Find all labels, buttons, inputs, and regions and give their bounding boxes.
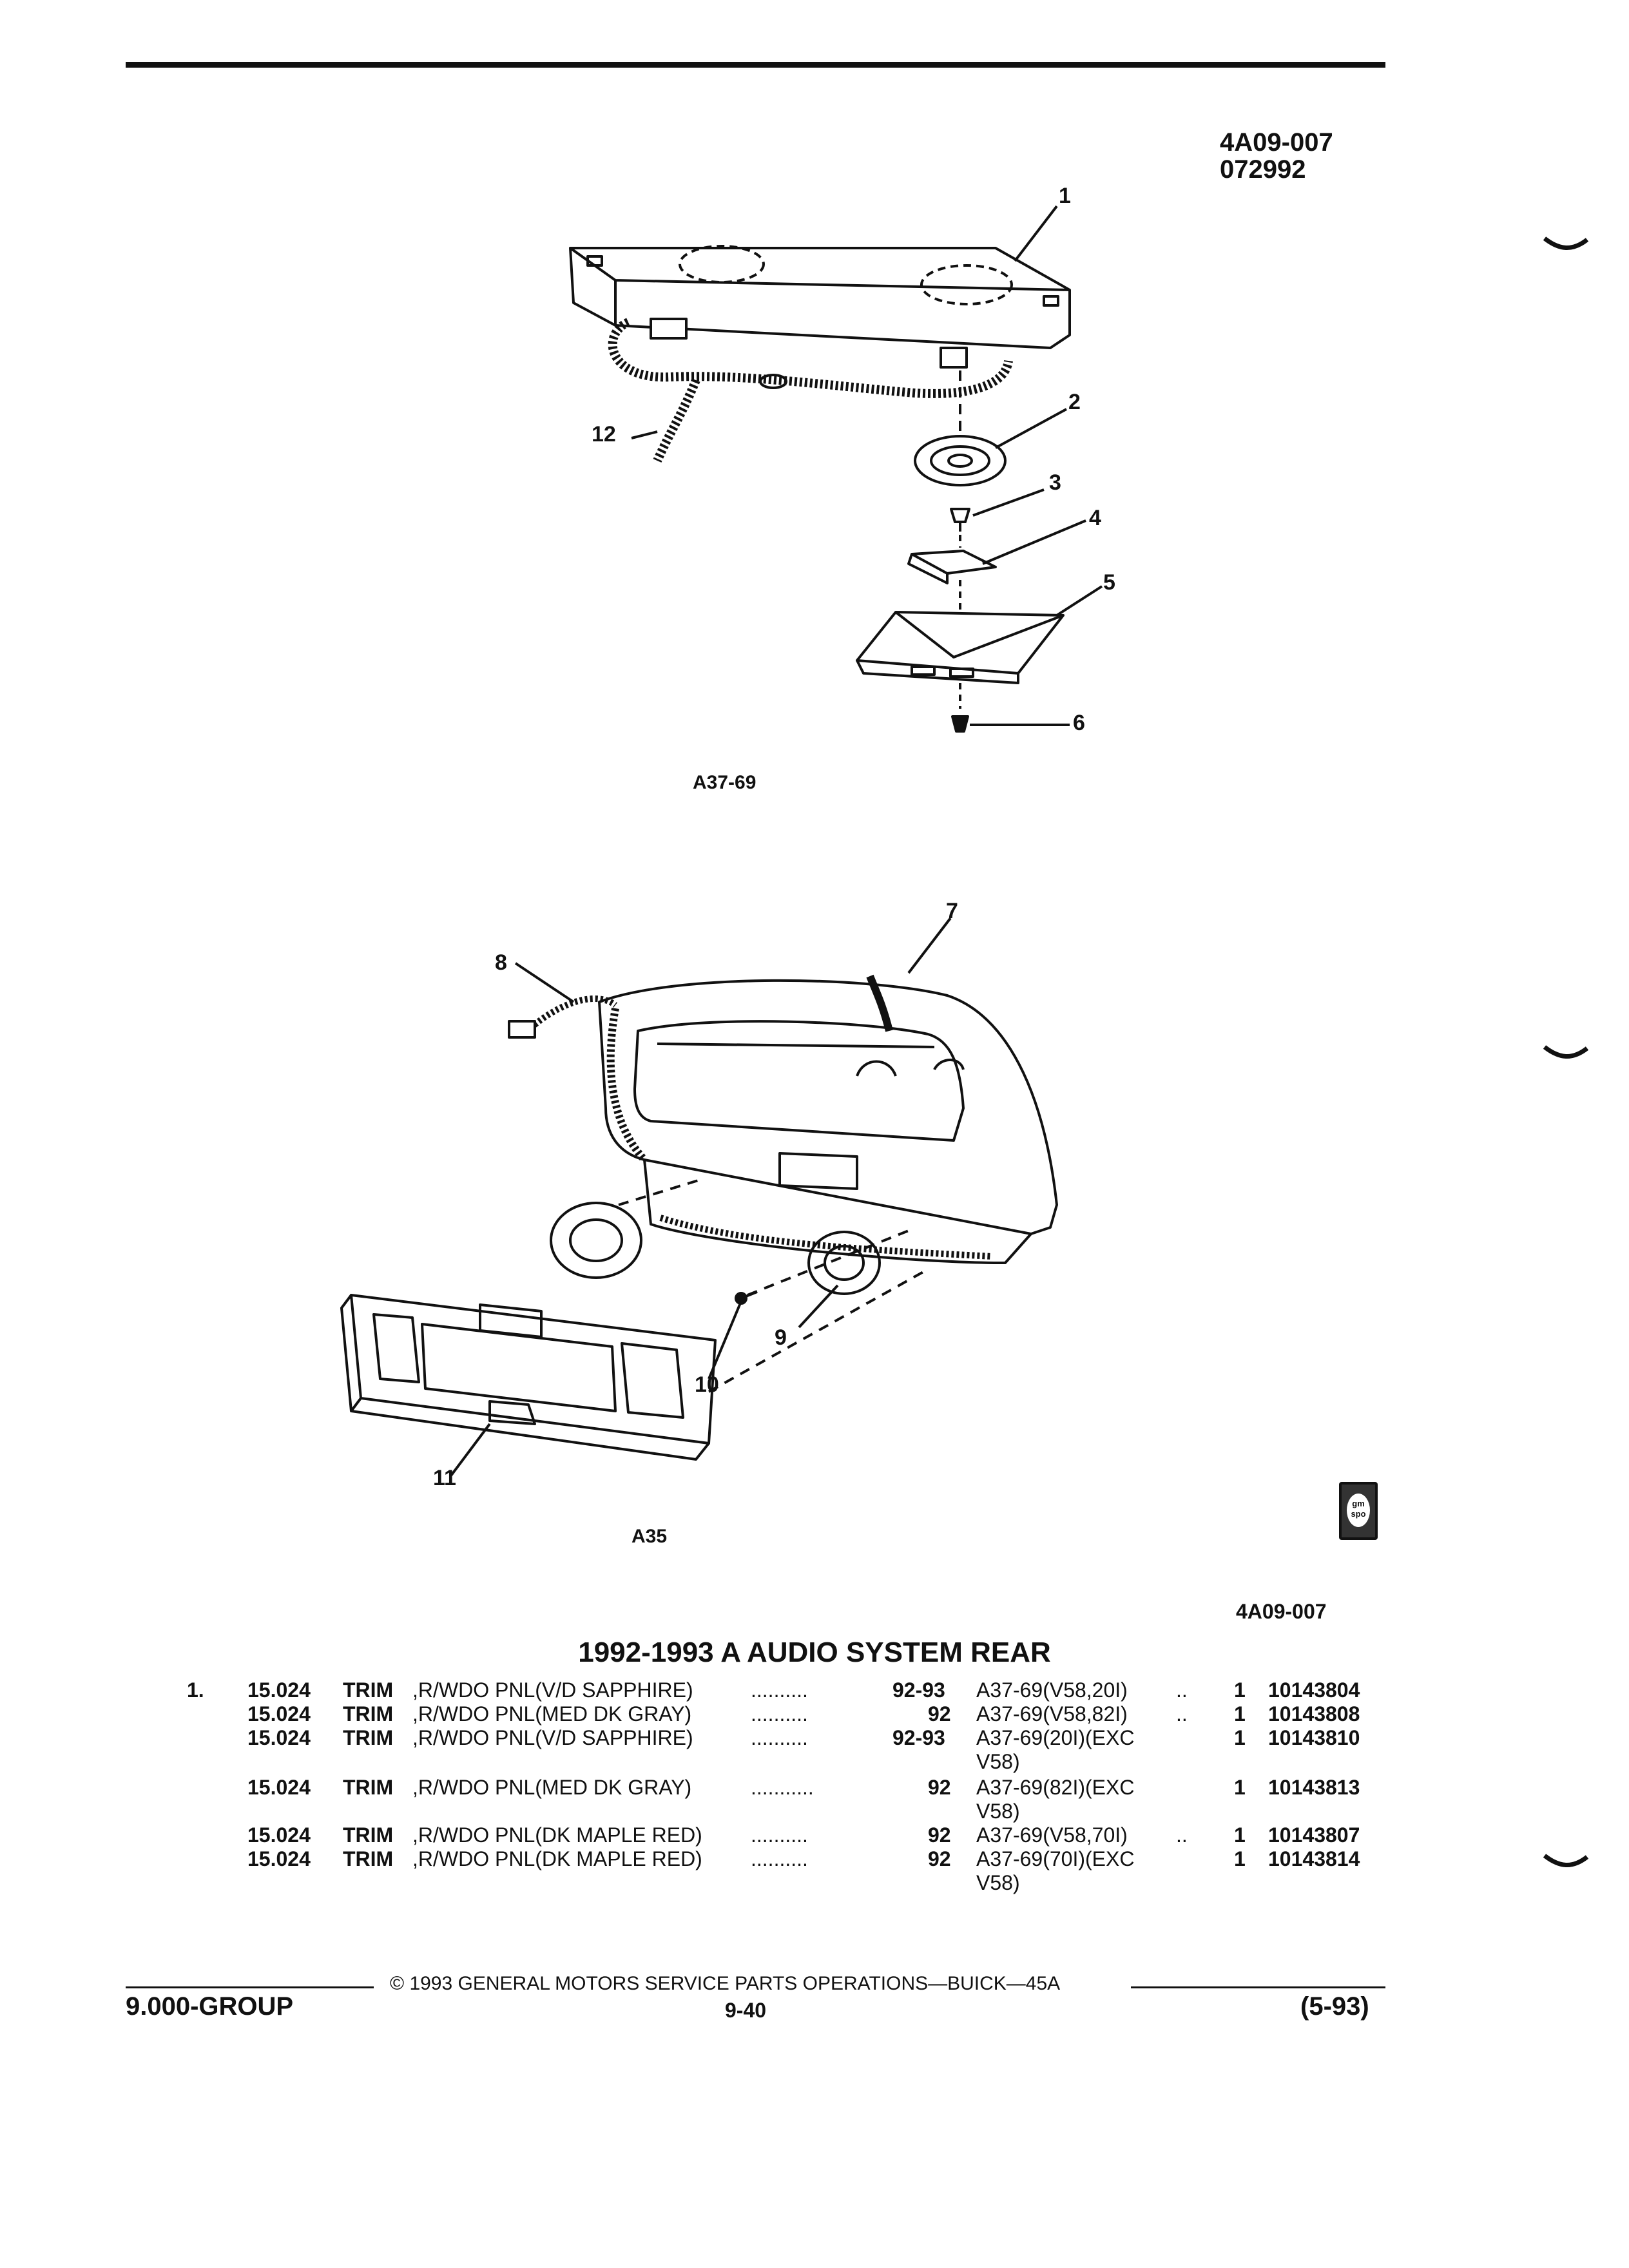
parts-row: 15.024 TRIM ,R/WDO PNL(DK MAPLE RED) ...…: [0, 1823, 1629, 1849]
item-number: 1.: [187, 1678, 204, 1702]
leader-dots: ..........: [751, 1702, 808, 1725]
quantity: 1: [1234, 1726, 1246, 1749]
gm-spo-logo: gm spo: [1339, 1482, 1378, 1540]
part-description: ,R/WDO PNL(MED DK GRAY): [412, 1776, 692, 1799]
part-name: TRIM: [343, 1776, 394, 1799]
parts-row: 15.024 TRIM ,R/WDO PNL(V/D SAPPHIRE) ...…: [0, 1726, 1629, 1752]
parts-row-continuation: V58): [0, 1800, 1629, 1825]
quantity: 1: [1234, 1823, 1246, 1847]
part-number: 10143810: [1268, 1726, 1360, 1749]
quantity: 1: [1234, 1847, 1246, 1870]
part-name: TRIM: [343, 1847, 394, 1870]
callout-7: 7: [946, 899, 958, 923]
part-number: 10143814: [1268, 1847, 1360, 1870]
part-description: ,R/WDO PNL(DK MAPLE RED): [412, 1823, 702, 1847]
part-number: 10143813: [1268, 1776, 1360, 1799]
callout-5: 5: [1103, 570, 1115, 595]
part-description: ,R/WDO PNL(DK MAPLE RED): [412, 1847, 702, 1870]
model-years: 92: [928, 1847, 951, 1870]
model-application-continued: V58): [976, 1871, 1020, 1894]
leader-dots: ...........: [751, 1776, 814, 1799]
model-application-continued: V58): [976, 1800, 1020, 1823]
trailing-dots: ..: [1176, 1702, 1188, 1725]
callout-8: 8: [495, 950, 507, 975]
group-code: 15.024: [247, 1776, 311, 1799]
binder-mark-icon: [1543, 1854, 1588, 1867]
copyright-notice: © 1993 GENERAL MOTORS SERVICE PARTS OPER…: [390, 1973, 1061, 1994]
parts-row: 15.024 TRIM ,R/WDO PNL(MED DK GRAY) ....…: [0, 1702, 1629, 1728]
parts-row-continuation: V58): [0, 1750, 1629, 1776]
trailing-dots: ..: [1176, 1823, 1188, 1847]
leader-dots: ..........: [751, 1678, 808, 1702]
callout-4: 4: [1089, 506, 1101, 530]
model-application: A37-69(82I)(EXC: [976, 1776, 1135, 1799]
reference-code: 4A09-007: [1220, 128, 1333, 157]
model-years: 92: [928, 1702, 951, 1725]
model-years: 92-93: [892, 1726, 945, 1749]
figure-reference: 4A09-007: [1236, 1600, 1327, 1623]
group-code: 15.024: [247, 1823, 311, 1847]
binder-mark-icon: [1543, 1045, 1588, 1059]
group-label: 9.000-GROUP: [126, 1992, 294, 2021]
model-years: 92: [928, 1823, 951, 1847]
footer-rule-right: [1131, 1986, 1385, 1988]
model-application: A37-69(70I)(EXC: [976, 1847, 1135, 1870]
trailing-dots: ..: [1176, 1678, 1188, 1702]
quantity: 1: [1234, 1678, 1246, 1702]
part-name: TRIM: [343, 1726, 394, 1749]
group-code: 15.024: [247, 1702, 311, 1725]
callout-10: 10: [695, 1372, 719, 1397]
shelf-speaker-diagram: [340, 205, 1103, 1477]
model-application: A37-69(V58,70I): [976, 1823, 1128, 1847]
leader-dots: ..........: [751, 1823, 808, 1847]
part-description: ,R/WDO PNL(V/D SAPPHIRE): [412, 1726, 693, 1749]
model-years: 92-93: [892, 1678, 945, 1702]
revision-date: (5-93): [1300, 1992, 1369, 2021]
part-name: TRIM: [343, 1823, 394, 1847]
group-code: 15.024: [247, 1726, 311, 1749]
parts-row: 15.024 TRIM ,R/WDO PNL(MED DK GRAY) ....…: [0, 1776, 1629, 1802]
binder-mark-icon: [1543, 236, 1588, 250]
top-rule: [126, 62, 1385, 68]
gm-spo-logo-text: gm spo: [1347, 1494, 1370, 1527]
leader-dots: ..........: [751, 1726, 808, 1749]
footer-rule-left: [126, 1986, 374, 1988]
model-application-continued: V58): [976, 1750, 1020, 1773]
model-application: A37-69(V58,82I): [976, 1702, 1128, 1725]
callout-12: 12: [592, 422, 616, 447]
parts-row: 1. 15.024 TRIM ,R/WDO PNL(V/D SAPPHIRE) …: [0, 1678, 1629, 1704]
part-name: TRIM: [343, 1678, 394, 1702]
part-number: 10143807: [1268, 1823, 1360, 1847]
callout-2: 2: [1068, 390, 1081, 414]
page-number: 9-40: [725, 1999, 767, 2022]
callout-11: 11: [433, 1466, 456, 1490]
group-code: 15.024: [247, 1847, 311, 1870]
part-name: TRIM: [343, 1702, 394, 1725]
part-description: ,R/WDO PNL(MED DK GRAY): [412, 1702, 692, 1725]
date-code: 072992: [1220, 155, 1306, 184]
callout-9: 9: [775, 1325, 787, 1350]
parts-row: 15.024 TRIM ,R/WDO PNL(DK MAPLE RED) ...…: [0, 1847, 1629, 1873]
part-number: 10143808: [1268, 1702, 1360, 1725]
parts-row-continuation: V58): [0, 1871, 1629, 1897]
section-title: 1992-1993 A AUDIO SYSTEM REAR: [578, 1637, 1051, 1668]
callout-3: 3: [1049, 470, 1061, 495]
part-description: ,R/WDO PNL(V/D SAPPHIRE): [412, 1678, 693, 1702]
group-code: 15.024: [247, 1678, 311, 1702]
model-years: 92: [928, 1776, 951, 1799]
quantity: 1: [1234, 1776, 1246, 1799]
quantity: 1: [1234, 1702, 1246, 1725]
part-number: 10143804: [1268, 1678, 1360, 1702]
leader-dots: ..........: [751, 1847, 808, 1870]
callout-1: 1: [1059, 184, 1071, 208]
model-application: A37-69(V58,20I): [976, 1678, 1128, 1702]
diagram-bottom-label: A35: [631, 1526, 668, 1547]
model-application: A37-69(20I)(EXC: [976, 1726, 1135, 1749]
diagram-top-label: A37-69: [693, 772, 757, 793]
callout-6: 6: [1073, 711, 1085, 735]
